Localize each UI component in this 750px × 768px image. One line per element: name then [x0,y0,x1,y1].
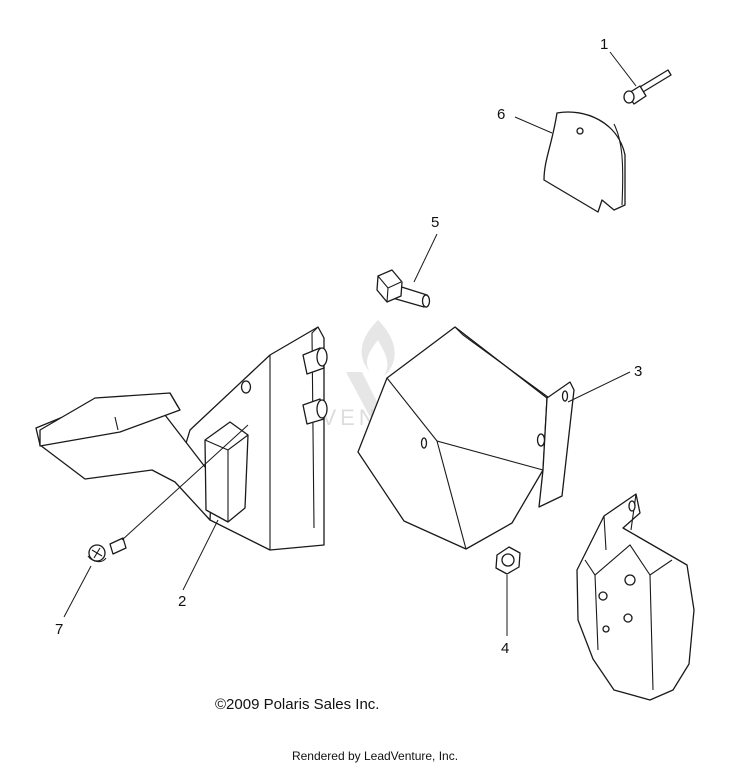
callout-7[interactable]: 7 [55,621,63,638]
callout-5[interactable]: 5 [431,214,439,231]
part-3-heel-guard[interactable] [357,326,575,550]
part-2-brake-pedal[interactable] [35,326,328,551]
part-4-nut[interactable] [495,546,521,575]
callout-labels: 1 2 3 4 5 6 7 [55,36,642,657]
callout-3[interactable]: 3 [634,363,642,380]
rendered-by-credit: Rendered by LeadVenture, Inc. [291,749,459,763]
copyright-notice: ©2009 Polaris Sales Inc. [215,696,380,713]
callout-2[interactable]: 2 [178,593,186,610]
callout-4[interactable]: 4 [501,640,509,657]
part-6-pad[interactable] [543,111,626,213]
frame-bracket-reference [576,493,695,701]
callout-6[interactable]: 6 [497,106,505,123]
callout-1[interactable]: 1 [600,36,608,53]
flame-logo-icon [361,320,395,376]
part-7-push-clip[interactable] [87,537,127,563]
part-5-flange-bolt[interactable] [376,269,431,308]
part-1-rivet[interactable] [623,69,672,105]
leader-lines [63,51,637,636]
